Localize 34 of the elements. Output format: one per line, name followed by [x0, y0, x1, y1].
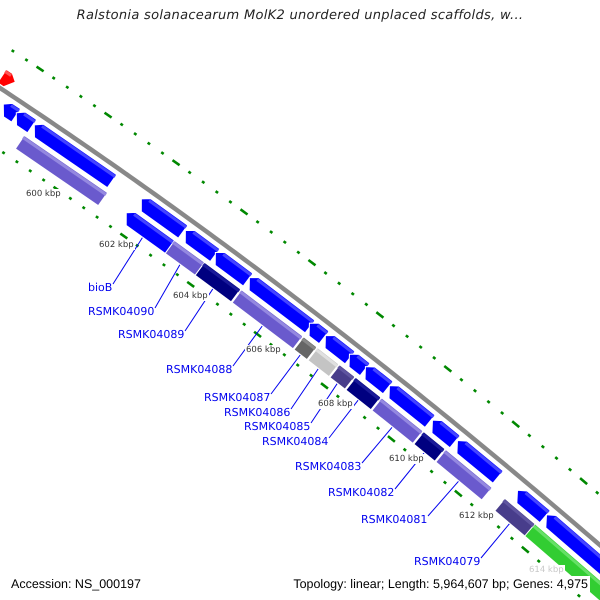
leader-line: [362, 426, 393, 464]
title: Ralstonia solanacearum MolK2 unordered unplaced scaffolds, w...: [76, 8, 524, 23]
scale-label: 608 kbp: [317, 399, 354, 409]
leader-line: [154, 264, 180, 308]
gene-label: RSMK04089: [118, 328, 184, 341]
leader-line: [428, 480, 459, 516]
leader-line: [290, 368, 319, 410]
scale-label: 600 kbp: [25, 189, 62, 199]
gene-bar: [371, 397, 424, 444]
leader-line: [184, 288, 214, 332]
leader-line: [232, 326, 263, 366]
summary-text: Topology: linear; Length: 5,964,607 bp; Genes: 4,975: [291, 576, 590, 592]
scale-label: 612 kbp: [458, 511, 495, 521]
gene-label: bioB: [88, 281, 112, 294]
gene-label: RSMK04079: [414, 555, 480, 568]
gene-label: RSMK04084: [262, 435, 328, 448]
leader-line: [112, 237, 143, 284]
gene-bar: [435, 448, 493, 501]
scale-label: 602 kbp: [98, 240, 135, 250]
gene-label: RSMK04088: [166, 363, 232, 376]
gene-bar: [494, 498, 536, 537]
scale-label: 606 kbp: [245, 345, 282, 355]
gene-label: RSMK04085: [244, 420, 310, 433]
leader-line: [480, 523, 510, 558]
gene-label: RSMK04090: [88, 305, 154, 318]
gene-label: RSMK04087: [204, 391, 270, 404]
gene-label: RSMK04083: [295, 460, 362, 473]
scale-label: 604 kbp: [172, 291, 209, 301]
gene-label: RSMK04086: [224, 406, 290, 419]
leader-line: [328, 400, 359, 438]
gene-label: RSMK04082: [328, 486, 394, 499]
accession-text: Accession: NS_000197: [9, 576, 143, 592]
gene-label: RSMK04081: [361, 513, 428, 526]
scale-label: 610 kbp: [388, 454, 425, 464]
